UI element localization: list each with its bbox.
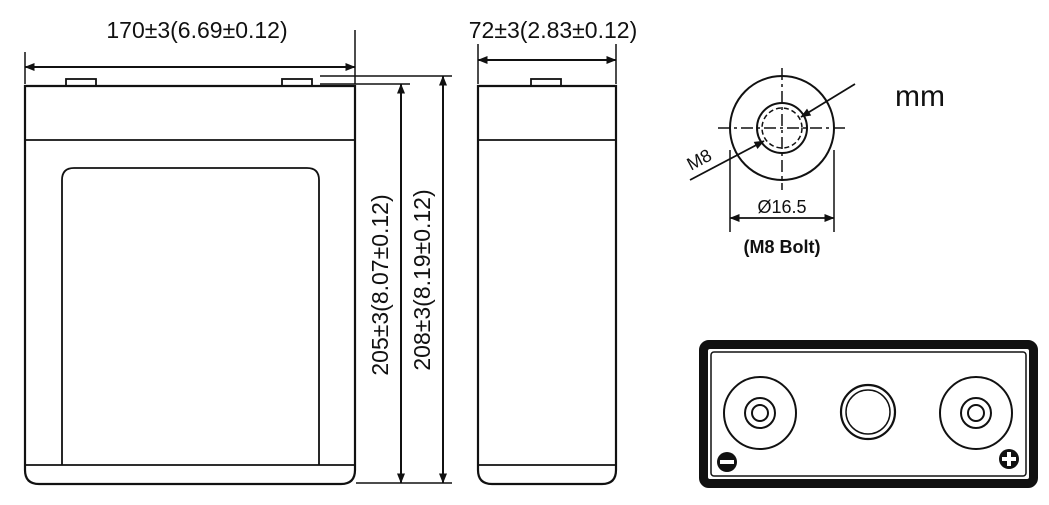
front-total-height-label: 208±3(8.19±0.12) [409, 189, 435, 370]
top-view-rim [700, 341, 1037, 487]
diameter-label: Ø16.5 [757, 197, 806, 217]
thread-leader-lower [689, 140, 765, 181]
vent-cap-outer [839, 383, 897, 441]
unit-label: mm [895, 80, 945, 113]
top-view-outer-frame [699, 340, 1038, 488]
negative-terminal-bolt [744, 397, 776, 429]
front-body-outline [23, 84, 357, 486]
positive-terminal-outer [939, 376, 1013, 450]
front-width-label: 170±3(6.69±0.12) [106, 17, 287, 43]
thread-leader-upper [800, 83, 856, 118]
negative-terminal-outer [723, 376, 797, 450]
terminal-caption: (M8 Bolt) [744, 237, 821, 257]
negative-icon [717, 452, 737, 472]
positive-terminal-hole [967, 404, 985, 422]
front-label-panel [61, 167, 320, 465]
positive-terminal-bolt [960, 397, 992, 429]
front-view [23, 30, 452, 486]
terminal-detail [689, 68, 856, 232]
positive-icon [999, 449, 1019, 469]
top-view-inner-frame [710, 351, 1027, 477]
negative-terminal-hole [751, 404, 769, 422]
front-height-label: 205±3(8.07±0.12) [367, 194, 393, 375]
top-view [699, 340, 1038, 488]
side-view [476, 44, 618, 486]
vent-cap-inner [845, 389, 891, 435]
terminal-thread-circle [761, 107, 803, 149]
side-depth-label: 72±3(2.83±0.12) [469, 17, 637, 43]
side-body-outline [476, 84, 618, 486]
